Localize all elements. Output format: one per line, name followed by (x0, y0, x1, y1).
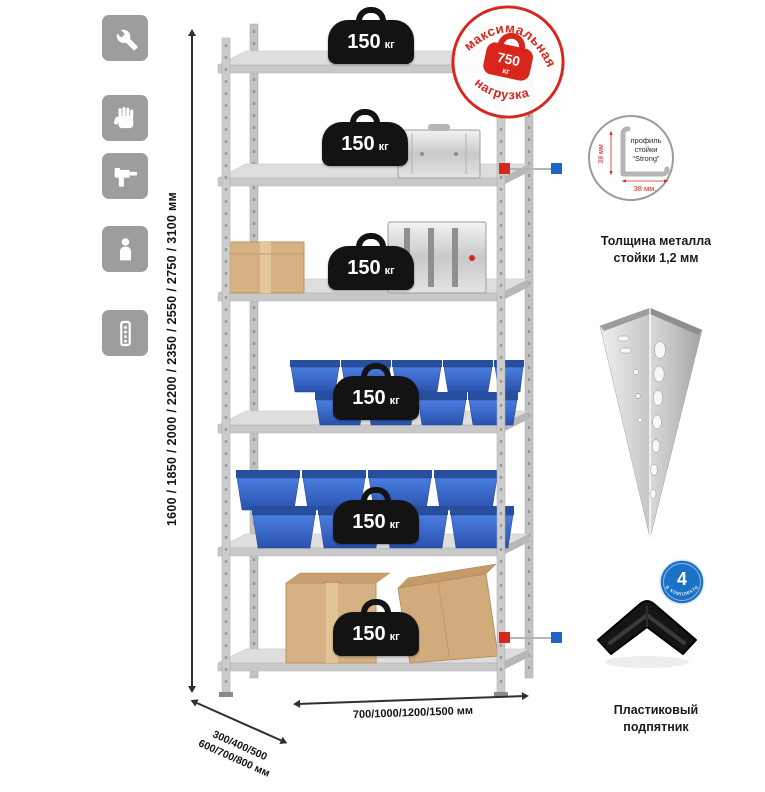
callout-connector-line (505, 637, 557, 639)
height-dimension-line (188, 29, 195, 693)
blue-marker-square (551, 163, 562, 174)
cardboard-box (225, 241, 305, 294)
shelf-load-value: 150 (352, 511, 386, 533)
shelf-load-badge: 150 кг (328, 20, 414, 64)
post-profile-callout: 38 мм 38 мм. профиль стойки “Strong” (588, 115, 674, 201)
red-marker-square (499, 632, 510, 643)
angle-post-image (599, 307, 703, 539)
shelf-load-badge: 150 кг (328, 246, 414, 290)
shelf-load-unit: кг (389, 395, 400, 407)
callout-connector-line (505, 168, 557, 170)
post-profile-diagram: 38 мм 38 мм. профиль стойки “Strong” (598, 126, 670, 193)
horizontal-dimension: 38 мм. (621, 179, 669, 193)
stamp-load-value: 750 (496, 50, 522, 70)
wrench-icon (102, 15, 148, 61)
gloves-glyph (113, 106, 133, 128)
rack-foot (494, 692, 508, 697)
profile-title-line2: стойки (635, 145, 658, 154)
profile-caption-line2: стойки 1,2 мм (613, 250, 699, 265)
shelf-load-unit: кг (389, 519, 400, 531)
kit-count-badge: 4 в комплекте (659, 559, 705, 605)
dim-38-horizontal: 38 мм. (634, 184, 657, 193)
max-load-stamp-graphic: максимальная нагрузка 750 кг (451, 5, 566, 119)
shelf-load-badge: 150 кг (333, 376, 419, 420)
shelf (217, 163, 530, 187)
shelf-load-value: 150 (352, 387, 386, 409)
drill-icon (102, 153, 148, 199)
profile-caption-line1: Толщина металла (600, 234, 712, 248)
foot-caption-line1: Пластиковый (613, 703, 699, 717)
shelf-load-badge: 150 кг (333, 500, 419, 544)
shelf-load-unit: кг (384, 39, 395, 51)
stamp-load-unit: кг (502, 66, 512, 76)
shelf-load-unit: кг (384, 265, 395, 277)
profile-title-line3: “Strong” (632, 154, 660, 163)
kit-count-number: 4 (677, 569, 687, 589)
person-glyph (119, 237, 131, 260)
foot-caption: Пластиковый подпятник (566, 702, 746, 736)
shelf-load-unit: кг (378, 141, 389, 153)
plastic-foot-image (597, 600, 697, 668)
work-gloves-icon (102, 95, 148, 141)
drill-glyph (114, 167, 137, 187)
vertical-dimension: 38 мм (598, 130, 613, 176)
shelf-load-badge: 150 кг (322, 122, 408, 166)
person-icon (102, 226, 148, 272)
rack-front-post (496, 37, 506, 693)
shelf-load-value: 150 (341, 133, 375, 155)
aluminum-case (397, 124, 481, 179)
angle-profile-shape (620, 126, 670, 177)
wrench-glyph (116, 29, 138, 50)
dim-38-vertical: 38 мм (598, 144, 605, 164)
shelf-load-value: 150 (347, 31, 381, 53)
rack-front-post (221, 37, 231, 693)
max-load-stamp: максимальная нагрузка 750 кг (438, 0, 578, 132)
foot-caption-line2: подпятник (623, 719, 689, 734)
post-holes (617, 335, 666, 500)
shelf-load-badge: 150 кг (333, 612, 419, 656)
shelf-load-unit: кг (389, 631, 400, 643)
rack-post-icon (102, 310, 148, 356)
red-marker-square (499, 163, 510, 174)
product-infographic: 1600 / 1850 / 2000 / 2200 / 2350 / 2550 … (0, 0, 765, 765)
cardboard-box (397, 563, 499, 664)
stamp-weight-icon: 750 кг (483, 32, 533, 81)
rack-foot (219, 692, 233, 697)
shelf-load-value: 150 (352, 623, 386, 645)
shelf-load-value: 150 (347, 257, 381, 279)
depth-dimension-label: 300/400/500 600/700/800 мм (170, 713, 304, 792)
height-dimension-label: 1600 / 1850 / 2000 / 2200 / 2350 / 2550 … (165, 191, 179, 527)
rack-back-post (249, 23, 259, 679)
profile-title: профиль стойки “Strong” (630, 136, 661, 163)
rack-post-glyph (119, 320, 131, 346)
profile-caption: Толщина металла стойки 1,2 мм (566, 233, 746, 267)
blue-marker-square (551, 632, 562, 643)
profile-title-line1: профиль (630, 136, 661, 145)
